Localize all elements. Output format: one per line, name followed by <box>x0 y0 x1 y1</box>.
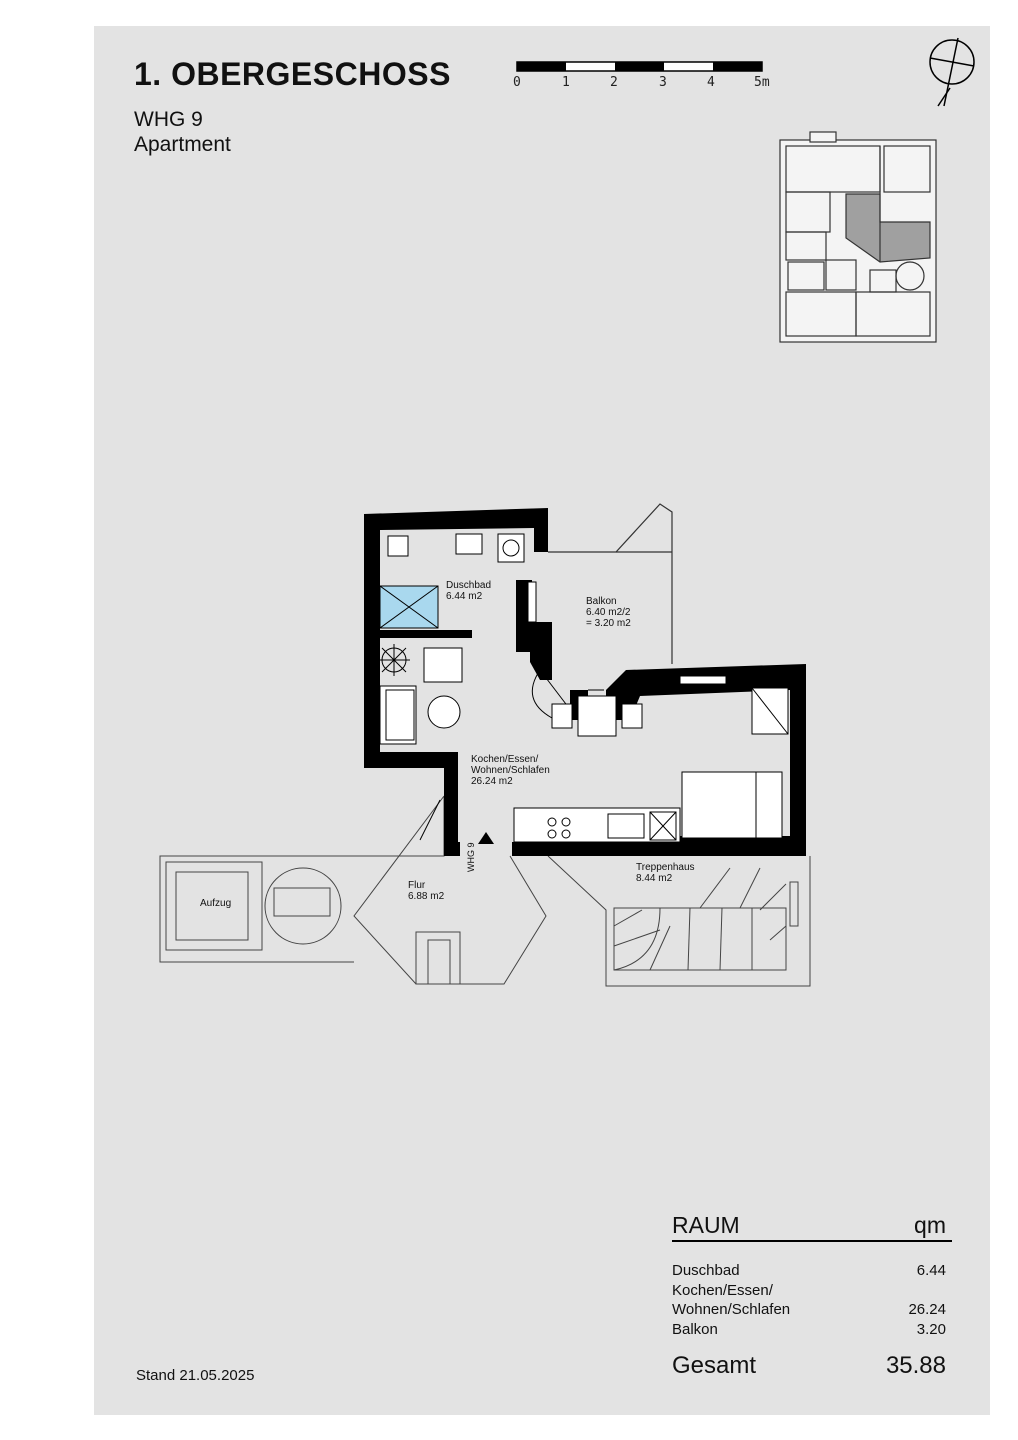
plant-icon <box>378 644 410 676</box>
floor-title: 1. OBERGESCHOSS <box>134 56 451 92</box>
room-name-line1: Kochen/Essen/ <box>471 754 539 765</box>
row-name: Duschbad <box>672 1262 740 1279</box>
scale-label-1: 1 <box>562 75 570 90</box>
north-arrow-icon <box>929 37 975 107</box>
bathroom-fixtures <box>379 533 525 629</box>
entrance-arrow-icon <box>478 832 494 844</box>
scale-label-2: 2 <box>610 75 618 90</box>
living-furniture <box>378 644 789 843</box>
room-name: Treppenhaus <box>636 862 695 873</box>
unit-number: WHG 9 <box>134 108 203 131</box>
corridor <box>159 795 547 985</box>
stairwell <box>547 855 811 987</box>
total-label: Gesamt <box>672 1352 757 1379</box>
room-label-duschbad: Duschbad 6.44 m2 <box>446 580 491 602</box>
room-area: 6.40 m2/2 <box>586 607 631 618</box>
entrance-label: WHG 9 <box>466 842 476 872</box>
scale-label-3: 3 <box>659 75 667 90</box>
room-area-halved: = 3.20 m2 <box>586 618 631 629</box>
key-plan <box>779 131 937 343</box>
row-value: 6.44 <box>916 1262 946 1279</box>
room-label-treppenhaus: Treppenhaus 8.44 m2 <box>636 862 695 884</box>
total-value: 35.88 <box>885 1352 946 1379</box>
scale-label-0: 0 <box>513 75 521 90</box>
room-name: Flur <box>408 880 426 891</box>
room-name: Duschbad <box>446 580 492 591</box>
room-name: Balkon <box>586 596 617 607</box>
room-label-aufzug: Aufzug <box>200 898 231 909</box>
room-area: 6.44 m2 <box>446 591 483 602</box>
row-name-line2: Wohnen/Schlafen <box>672 1301 791 1318</box>
scale-label-5: 5m <box>754 75 770 90</box>
scale-label-4: 4 <box>707 75 715 90</box>
balcony <box>548 503 673 664</box>
row-value: 26.24 <box>908 1301 946 1318</box>
row-name-line1: Kochen/Essen/ <box>672 1282 773 1299</box>
stand-date: Stand 21.05.2025 <box>136 1367 255 1384</box>
table-divider <box>672 1240 952 1242</box>
room-area: 26.24 m2 <box>471 776 513 787</box>
header-room: RAUM <box>672 1212 740 1238</box>
row-value: 3.20 <box>916 1321 946 1338</box>
scale-bar <box>516 61 763 72</box>
room-name: Aufzug <box>200 898 232 909</box>
unit-type: Apartment <box>134 133 231 156</box>
table-header: RAUM qm <box>672 1212 946 1240</box>
row-name: Balkon <box>672 1321 718 1338</box>
room-label-balkon: Balkon 6.40 m2/2 = 3.20 m2 <box>586 596 631 629</box>
room-area: 6.88 m2 <box>408 891 445 902</box>
room-label-kochen-wohnen: Kochen/Essen/ Wohnen/Schlafen 26.24 m2 <box>471 754 550 787</box>
room-area: 8.44 m2 <box>636 873 673 884</box>
header-unit: qm <box>914 1212 946 1238</box>
room-label-flur: Flur 6.88 m2 <box>408 880 444 902</box>
room-name-line2: Wohnen/Schlafen <box>471 765 550 776</box>
